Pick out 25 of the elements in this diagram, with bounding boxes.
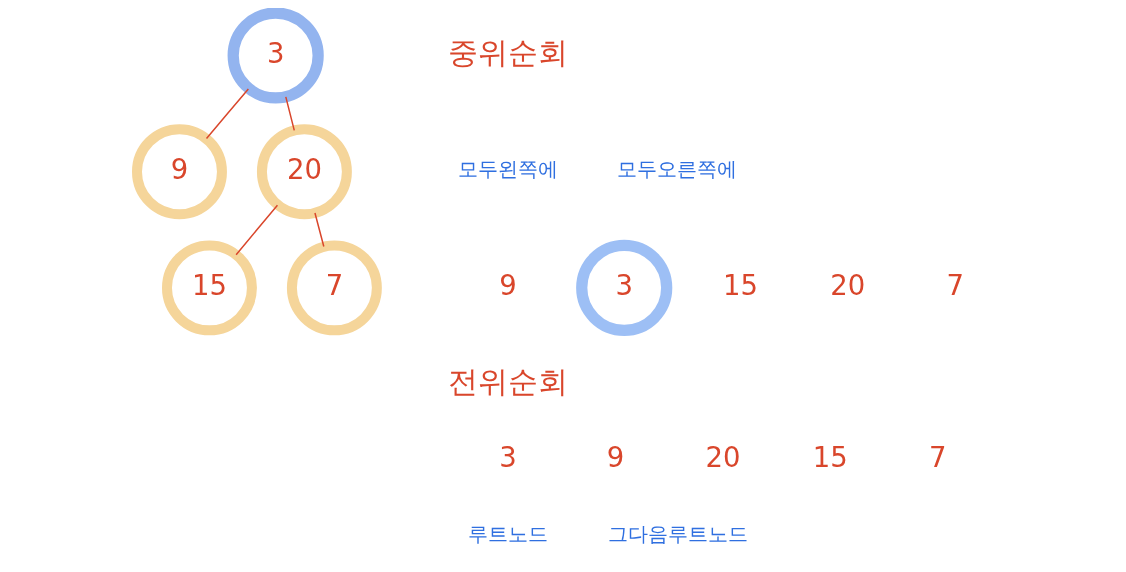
- node-circle: 15: [162, 240, 257, 336]
- label: 9: [606, 441, 625, 474]
- label: 중위순회: [448, 35, 569, 71]
- label: 20: [705, 441, 741, 474]
- node-circle: 3: [576, 239, 673, 336]
- label: 3: [499, 441, 517, 474]
- node-circle: 9: [132, 124, 227, 220]
- connector: [314, 212, 325, 248]
- connector: [285, 96, 295, 132]
- label: 7: [929, 441, 947, 474]
- node-circle: 20: [256, 124, 352, 220]
- label: 전위순회: [448, 363, 569, 399]
- node-circle: 3: [227, 8, 324, 104]
- label: 15: [722, 268, 758, 301]
- label: 모두오른쪽에: [616, 157, 737, 182]
- label: 9: [499, 268, 517, 301]
- node-circle: 7: [286, 240, 382, 336]
- label: 모두왼쪽에: [458, 157, 559, 182]
- label: 15: [812, 441, 848, 474]
- label: 그다음루트노드: [607, 522, 748, 547]
- label: 7: [946, 268, 965, 301]
- connector: [235, 204, 279, 256]
- label: 20: [830, 268, 866, 301]
- connector: [205, 88, 250, 140]
- label: 루트노드: [468, 522, 549, 547]
